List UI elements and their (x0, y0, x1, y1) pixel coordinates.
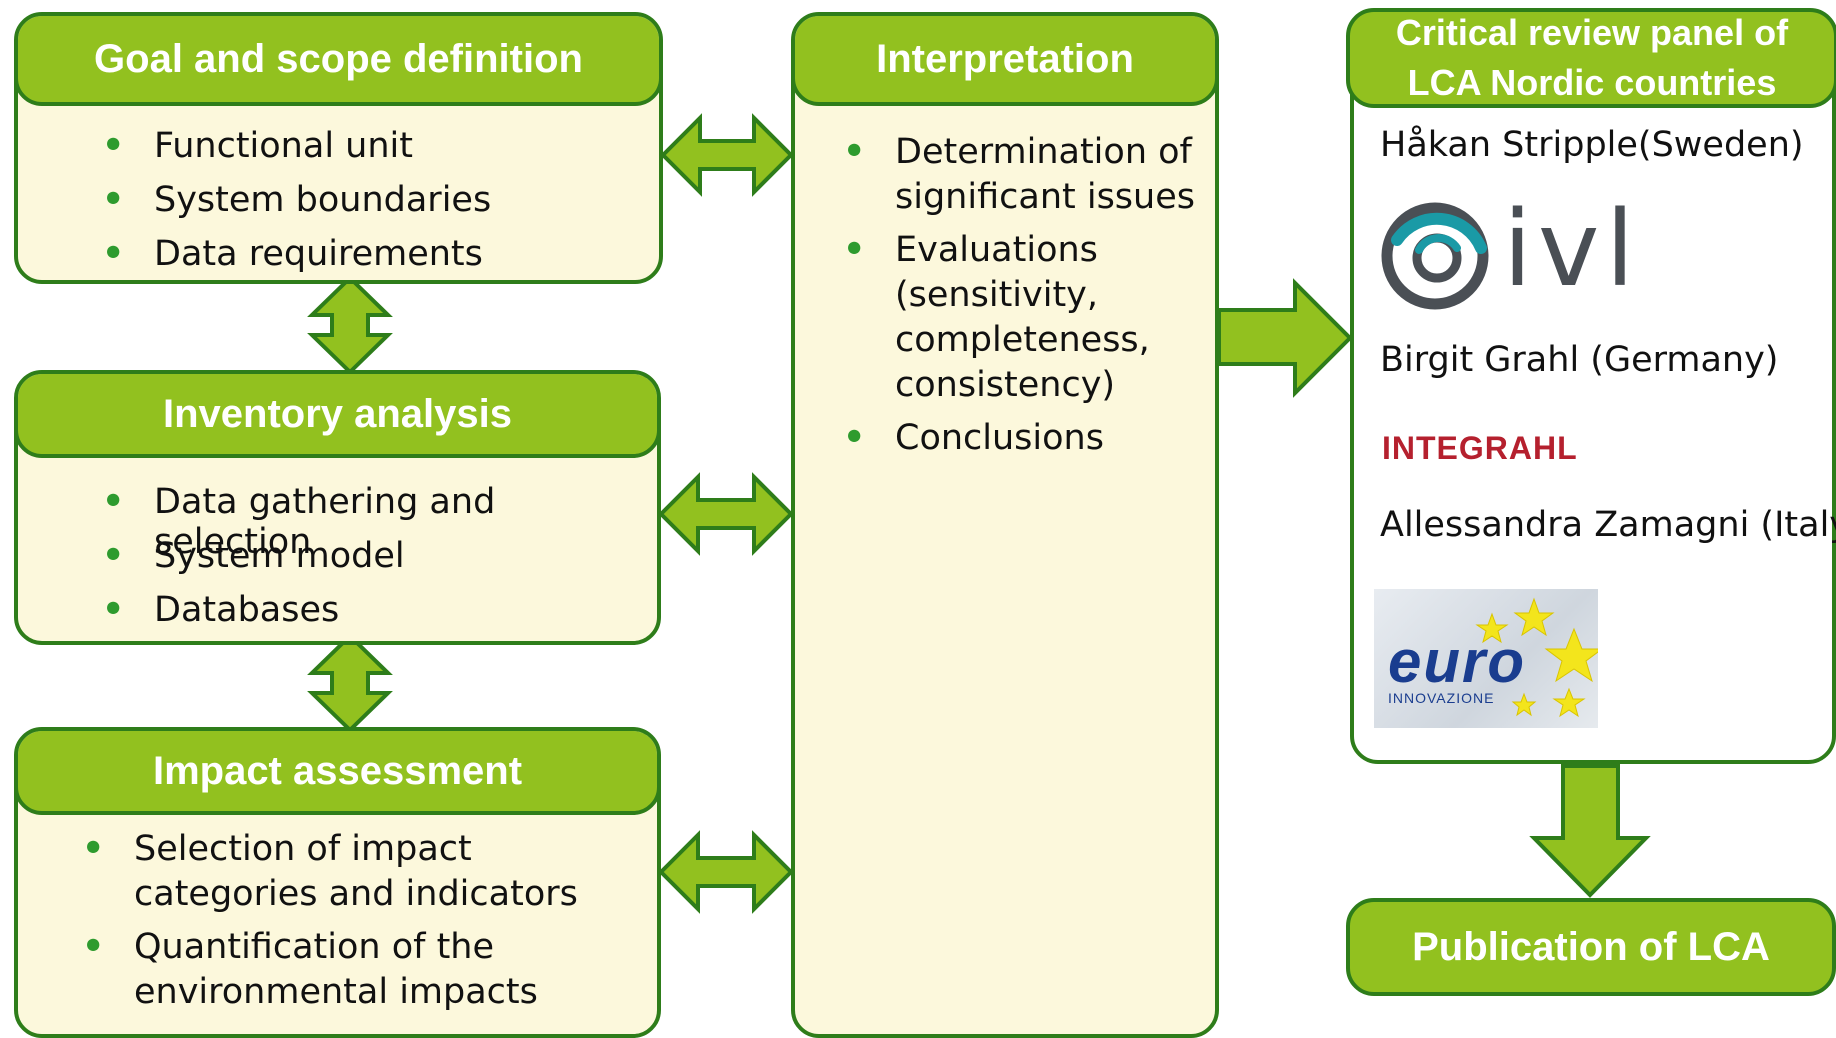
critical-review-header: Critical review panel of LCA Nordic coun… (1346, 8, 1836, 108)
euro-innovazione-logo: euro INNOVAZIONE (1374, 589, 1598, 728)
inventory-interpretation-double-arrow (658, 472, 794, 556)
list-item: Data gathering and selection (18, 482, 657, 562)
goal-scope-list: Functional unit System boundaries Data r… (18, 126, 491, 280)
reviewer-name: Allessandra Zamagni (Italy) (1380, 505, 1836, 545)
list-item: System model (18, 536, 657, 590)
goal-scope-header: Goal and scope definition (18, 16, 659, 106)
list-item: Evaluations (sensitivity, completeness, … (795, 228, 1195, 408)
list-item: Quantification of the environmental impa… (18, 925, 618, 1015)
list-item: Selection of impact categories and indic… (18, 827, 618, 917)
reviewer-name: Birgit Grahl (Germany) (1380, 340, 1779, 380)
list-item: Data requirements (18, 234, 491, 280)
inventory-analysis-list: Data gathering and selection System mode… (18, 482, 657, 641)
list-item: Databases (18, 590, 657, 641)
review-publication-arrow (1529, 764, 1651, 898)
impact-assessment-header: Impact assessment (18, 731, 657, 815)
goal-inventory-double-arrow (307, 275, 393, 375)
list-item: System boundaries (18, 180, 491, 234)
impact-assessment-box: Impact assessment Selection of impact ca… (14, 727, 661, 1038)
euro-logo-subtext: INNOVAZIONE (1388, 690, 1495, 706)
star-icon (1475, 597, 1598, 718)
impact-assessment-list: Selection of impact categories and indic… (18, 827, 618, 1015)
reviewer-name: Håkan Stripple(Sweden) (1380, 125, 1804, 165)
goal-interpretation-double-arrow (660, 113, 794, 197)
euro-logo-text: euro (1388, 628, 1527, 695)
inventory-analysis-header: Inventory analysis (18, 374, 657, 458)
ivl-logo: ivl (1377, 194, 1657, 310)
interpretation-list: Determination of significant issues Eval… (795, 130, 1195, 461)
list-item: Determination of significant issues (795, 130, 1195, 220)
ivl-swirl-icon (1381, 202, 1489, 310)
interpretation-box: Interpretation Determination of signific… (791, 12, 1219, 1038)
impact-interpretation-double-arrow (658, 830, 794, 914)
publication-box: Publication of LCA (1346, 898, 1836, 996)
goal-scope-box: Goal and scope definition Functional uni… (14, 12, 663, 284)
inventory-impact-double-arrow (307, 633, 393, 733)
interpretation-review-arrow (1217, 278, 1353, 398)
list-item: Functional unit (18, 126, 491, 180)
inventory-analysis-box: Inventory analysis Data gathering and se… (14, 370, 661, 645)
list-item: Conclusions (795, 416, 1195, 461)
interpretation-header: Interpretation (795, 16, 1215, 106)
integrahl-logo: INTEGRAHL (1382, 430, 1578, 466)
ivl-logo-text: ivl (1503, 188, 1641, 310)
